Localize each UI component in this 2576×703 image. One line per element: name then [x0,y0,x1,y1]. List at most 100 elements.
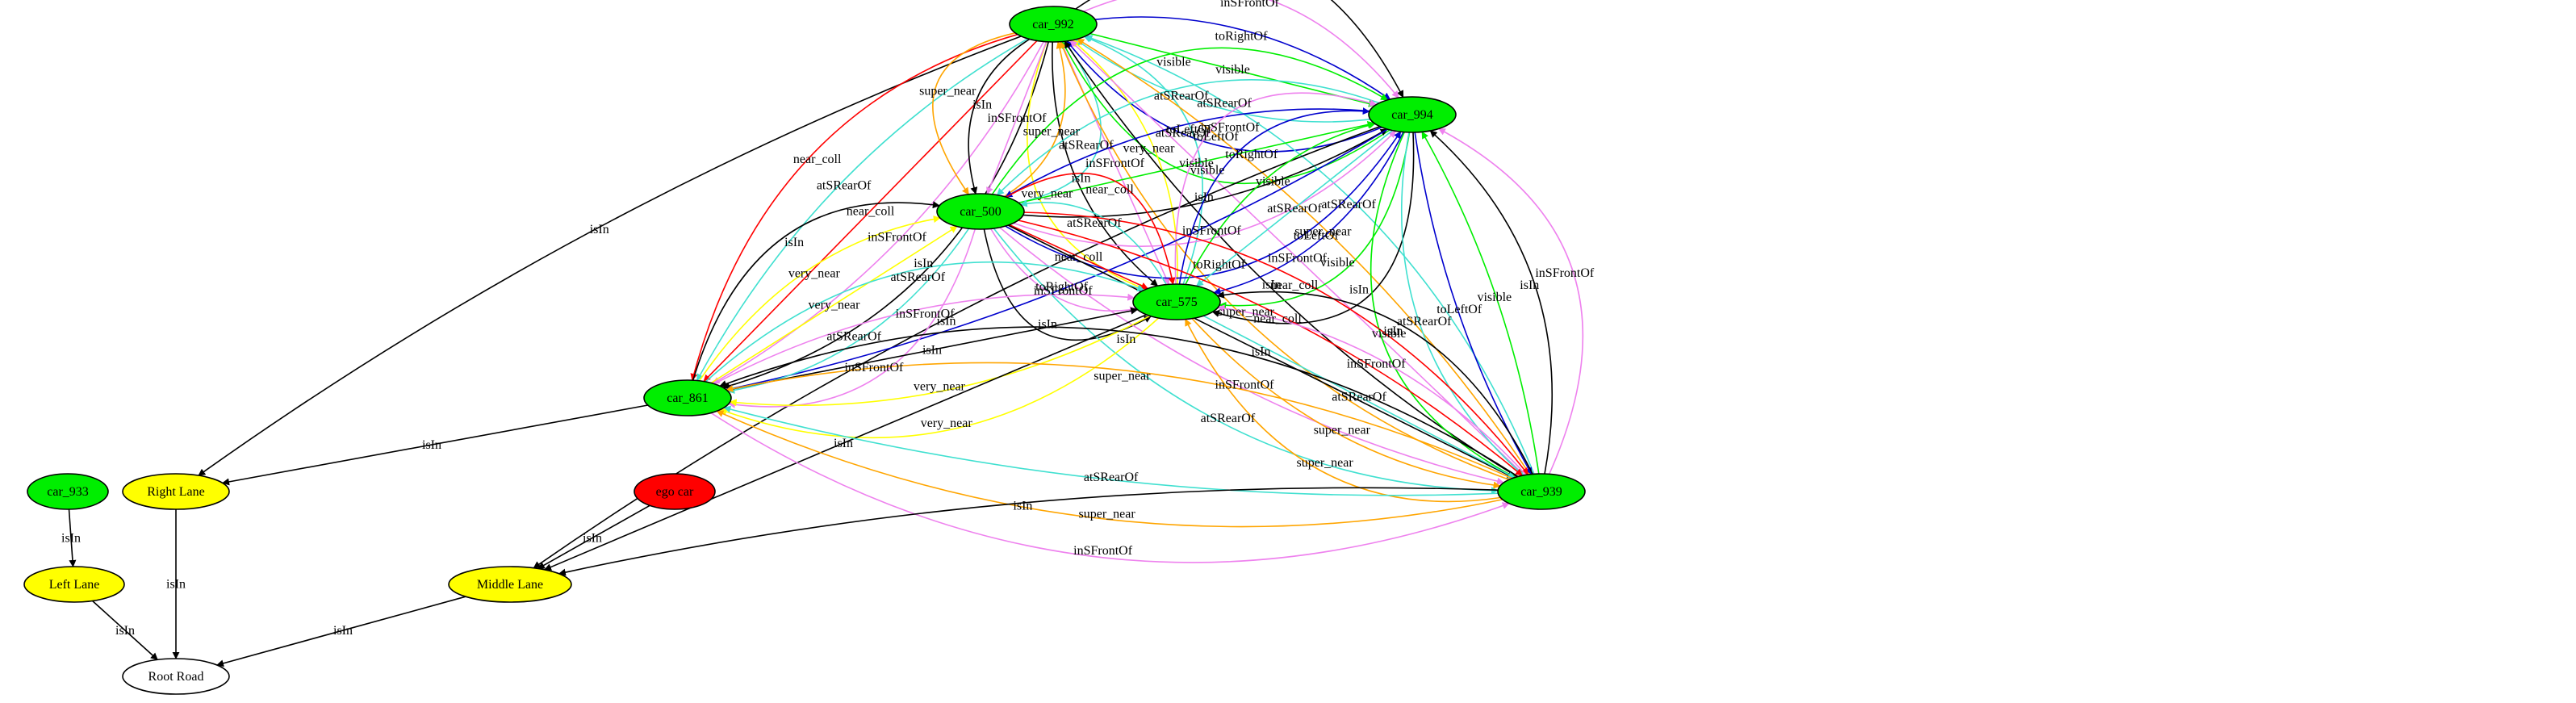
node-car-861[interactable]: car_861 [643,379,732,416]
edge-label-isin: isIn [937,315,956,328]
edge-label-insfrontof: inSFrontOf [1347,358,1407,371]
edge-label-super-near: super_near [1094,370,1151,383]
edge-car-500-car-994-visible [991,47,1389,195]
node-right-lane[interactable]: Right Lane [122,473,230,510]
edge-label-insfrontof: inSFrontOf [1085,157,1145,170]
edge-label-atsrearof: atSRearOf [1197,97,1252,111]
edge-car-992-car-994-insfrontof [1083,0,1399,98]
node-label: Left Lane [49,578,100,592]
edge-car-992-car-861-near-coll [703,40,1038,383]
edge-label-isin: isIn [115,624,135,638]
node-car-575[interactable]: car_575 [1132,283,1221,320]
edge-label-very-near: very_near [1021,186,1073,200]
edge-label-torightof: toRightOf [1035,280,1089,294]
edge-label-torightof: toRightOf [1225,148,1278,161]
edge-car-994-car-575-isin [1211,132,1415,324]
node-root-road[interactable]: Root Road [122,658,230,695]
edge-label-visible: visible [1156,56,1191,69]
edge-label-isin: isIn [422,438,441,452]
edge-car-939-car-994-visible [1421,131,1540,475]
edge-label-atsrearof: atSRearOf [1397,315,1452,328]
edge-car-861-right-lane-isin [222,404,648,486]
node-left-lane[interactable]: Left Lane [23,566,125,603]
node-car-500[interactable]: car_500 [936,193,1025,230]
edge-label-isin: isIn [972,98,992,111]
edge-car-500-car-575-insfrontof [990,228,1138,314]
node-car-933[interactable]: car_933 [27,473,109,510]
edge-label-isin: isIn [784,236,804,249]
node-shape [23,566,125,603]
edge-car-500-car-994-insfrontof [1013,130,1397,247]
node-shape [122,658,230,695]
edge-car-939-car-575-super-near [1185,318,1501,503]
edge-car-861-car-575-atsrearof [705,261,1145,383]
edge-car-575-car-939-atsrearof [1202,315,1516,479]
edge-label-isin: isIn [1072,172,1091,186]
edge-label-visible: visible [1179,157,1214,170]
edge-label-near-coll: near_coll [793,153,842,166]
edge-label-insfrontof: inSFrontOf [1182,224,1242,238]
node-shape [1368,96,1457,133]
edge-label-super-near: super_near [919,85,976,98]
edge-car-500-car-575-near-coll [1009,224,1149,290]
edge-car-992-car-994-torightof [1095,16,1391,100]
edge-car-861-car-575-insfrontof [713,293,1135,385]
edge-label-super-near: super_near [1294,224,1352,238]
edge-label-atsrearof: atSRearOf [1067,216,1122,230]
node-car-939[interactable]: car_939 [1497,473,1586,510]
edge-car-861-car-500-very-near [698,216,941,382]
edge-car-500-car-939-near-coll [1018,220,1523,476]
node-label: car_500 [960,205,1002,219]
edge-car-939-car-994-insfrontof [1437,128,1584,475]
node-shape [1009,6,1098,43]
edge-car-992-car-994-isin [1075,0,1404,98]
edge-car-575-car-500-atsrearof [1019,199,1167,286]
edge-car-575-car-992-very-near [1071,40,1178,285]
edge-label-very-near: very_near [921,416,973,430]
edge-label-atsrearof: atSRearOf [1332,391,1386,404]
node-shape [634,473,716,510]
edge-label-insfrontof: inSFrontOf [1215,379,1275,392]
edge-labels-layer: isIn near_coll atSRearOf near_coll inSFrontO… [61,0,1595,638]
edge-car-939-car-575-isin [1216,291,1533,475]
edge-label-isin: isIn [333,624,353,638]
edge-car-939-car-861-isin [719,326,1519,478]
nodes-layer: car_992 car_994 car_500 car_575 car_861 car_9… [23,6,1586,695]
edge-label-visible: visible [1320,256,1355,270]
edge-label-isin: isIn [834,437,853,450]
edge-label-near-coll: near_coll [1253,312,1302,325]
edge-label-torightof: toRightOf [1215,29,1269,43]
node-car-992[interactable]: car_992 [1009,6,1098,43]
edge-label-visible: visible [1215,63,1250,77]
node-label: car_992 [1032,18,1074,31]
edge-car-939-car-992-isin [1064,40,1518,478]
edge-label-near-coll: near_coll [1055,250,1103,264]
edge-label-atsrearof: atSRearOf [1154,89,1209,103]
edge-label-isin: isIn [166,578,186,592]
node-label: car_994 [1391,108,1433,122]
edge-label-atsrearof: atSRearOf [891,270,946,284]
edge-label-toleftof: toLeftOf [1294,229,1340,243]
node-shape [448,566,572,603]
node-label: car_939 [1520,485,1562,499]
edge-label-very-near: very_near [914,380,966,394]
edge-car-994-car-939-atsrearof [1401,132,1524,476]
node-ego-car[interactable]: ego car [634,473,716,510]
edge-car-994-car-500-toleftof [1005,108,1370,198]
edge-label-insfrontof: inSFrontOf [896,307,956,320]
edge-label-near-coll: near_coll [847,205,895,219]
edge-car-575-car-939-super-near [1191,318,1501,489]
node-shape [1497,473,1586,510]
edge-label-isin: isIn [1194,190,1214,204]
edge-car-992-car-500-super-near [932,32,1016,195]
edge-car-994-car-575-visible [1219,132,1411,309]
edge-label-toleftof: toLeftOf [1194,130,1240,144]
node-middle-lane[interactable]: Middle Lane [448,566,572,603]
edge-car-500-car-939-near-coll [1023,211,1529,475]
edge-label-super-near: super_near [1079,508,1136,521]
edge-label-torightof: toRightOf [1193,258,1246,272]
node-car-994[interactable]: car_994 [1368,96,1457,133]
edge-label-insfrontof: inSFrontOf [1034,284,1094,298]
edge-label-insfrontof: inSFrontOf [844,361,904,375]
node-label: Root Road [148,670,204,684]
